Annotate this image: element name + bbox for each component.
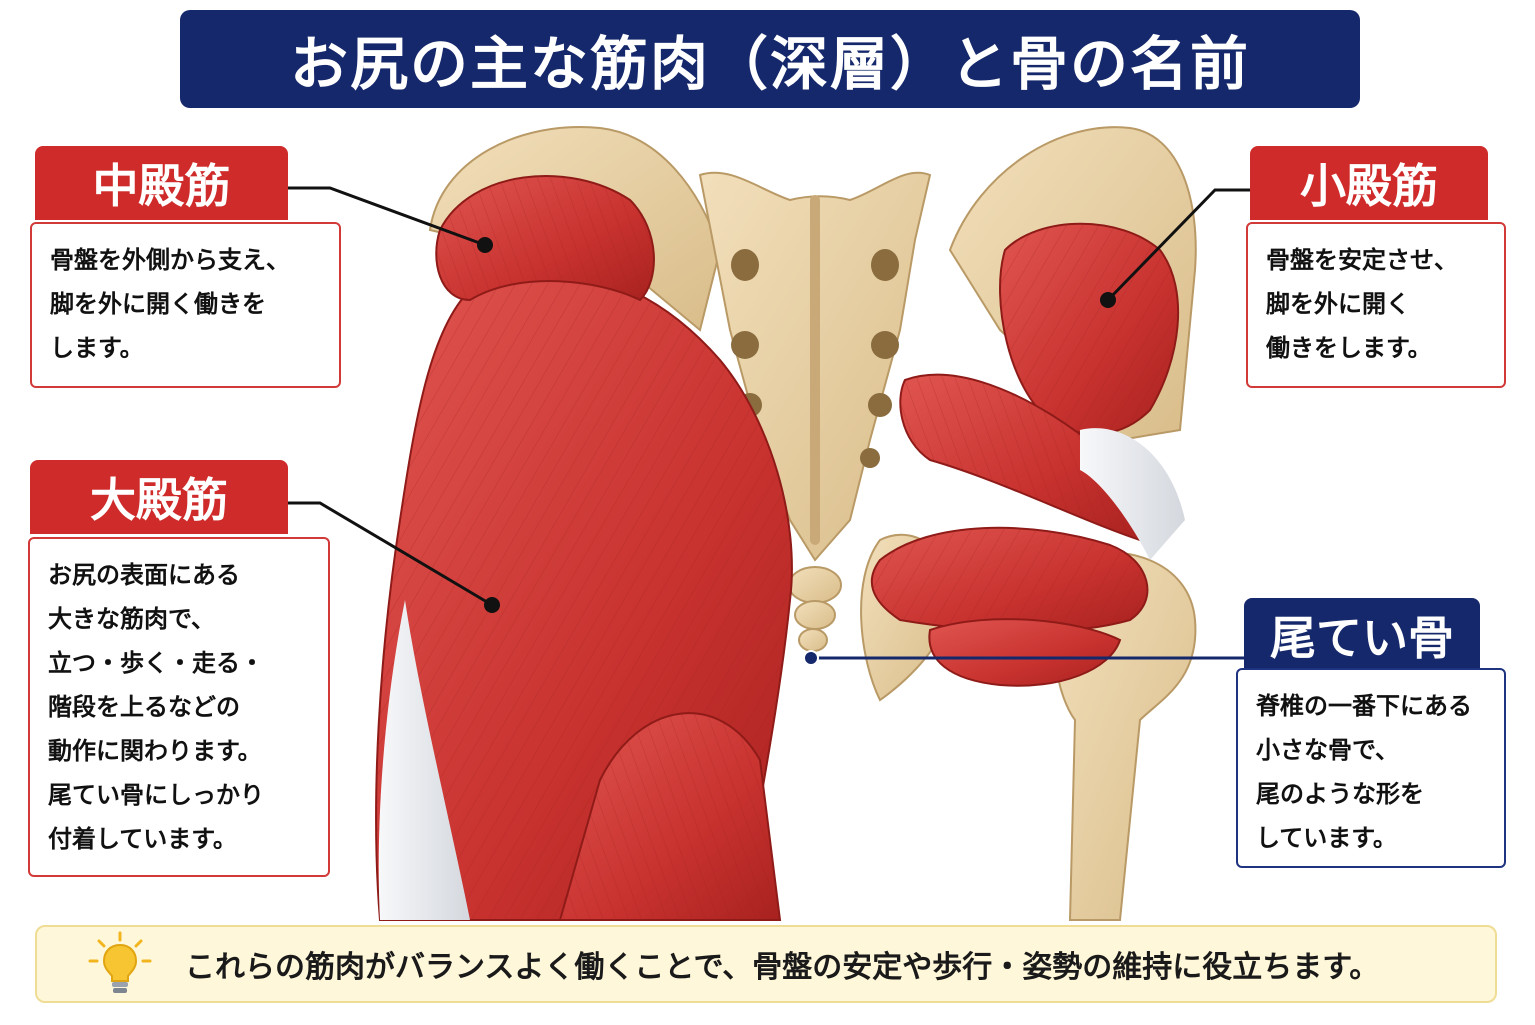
description-line: 大きな筋肉で、 [48, 605, 216, 633]
description-line: 骨盤を外側から支え、 [50, 246, 290, 274]
gluteus-medius-description: 骨盤を外側から支え、 脚を外に開く働きを します。 [30, 222, 341, 388]
summary-text: これらの筋肉がバランスよく働くことで、骨盤の安定や歩行・姿勢の維持に役立ちます。 [185, 950, 1380, 985]
gluteus-minimus-label-text: 小殿筋 [1300, 159, 1438, 213]
leader-dots [477, 237, 1116, 666]
description-line: 付着しています。 [48, 825, 237, 853]
description-line: 動作に関わります。 [48, 737, 262, 765]
description-line: しています。 [1256, 824, 1397, 852]
gluteus-medius-label: 中殿筋 [35, 146, 288, 220]
description-line: 脚を外に開く働きを [50, 290, 266, 318]
description-line: 脚を外に開く [1266, 290, 1410, 318]
description-line: します。 [50, 334, 144, 362]
summary-note: これらの筋肉がバランスよく働くことで、骨盤の安定や歩行・姿勢の維持に役立ちます。 [35, 925, 1497, 1003]
description-line: 階段を上るなどの [48, 693, 240, 721]
description-line: 尾てい骨にしっかり [48, 781, 264, 809]
gluteus-maximus-label: 大殿筋 [30, 460, 288, 534]
quadratus-femoris-muscle [928, 618, 1122, 687]
gluteus-maximus-label-text: 大殿筋 [90, 473, 228, 527]
coccyx-label: 尾てい骨 [1244, 598, 1480, 672]
coccyx-bone [788, 566, 842, 652]
description-line: お尻の表面にある [48, 561, 240, 589]
description-line: 脊椎の一番下にある [1256, 692, 1472, 720]
coccyx-description: 脊椎の一番下にある 小さな骨で、 尾のような形を しています。 [1236, 668, 1506, 868]
title-banner: お尻の主な筋肉（深層）と骨の名前 [180, 10, 1360, 108]
description-line: 尾のような形を [1256, 780, 1424, 808]
hip-anatomy-illustration [288, 126, 1250, 921]
piriformis-tendon [1080, 428, 1185, 560]
gluteus-medius-label-text: 中殿筋 [92, 159, 231, 213]
description-line: 骨盤を安定させ、 [1266, 246, 1458, 274]
gluteus-maximus-description: お尻の表面にある 大きな筋肉で、 立つ・歩く・走る・ 階段を上るなどの 動作に関… [28, 537, 330, 877]
leader-gluteus-maximus [288, 501, 493, 607]
description-line: 立つ・歩く・走る・ [48, 649, 264, 677]
page-title: お尻の主な筋肉（深層）と骨の名前 [289, 30, 1250, 98]
gluteus-minimus-label: 小殿筋 [1250, 146, 1488, 220]
leader-gluteus-minimus [1106, 188, 1250, 302]
leader-lines [288, 186, 1250, 660]
gluteus-minimus-description: 骨盤を安定させ、 脚を外に開く 働きをします。 [1246, 222, 1506, 388]
coccyx-label-text: 尾てい骨 [1270, 611, 1454, 665]
leader-gluteus-medius [288, 186, 486, 247]
iliotibial-tendon [378, 600, 470, 920]
description-line: 小さな骨で、 [1256, 736, 1400, 764]
lightbulb-icon [88, 931, 152, 993]
description-line: 働きをします。 [1266, 334, 1432, 362]
